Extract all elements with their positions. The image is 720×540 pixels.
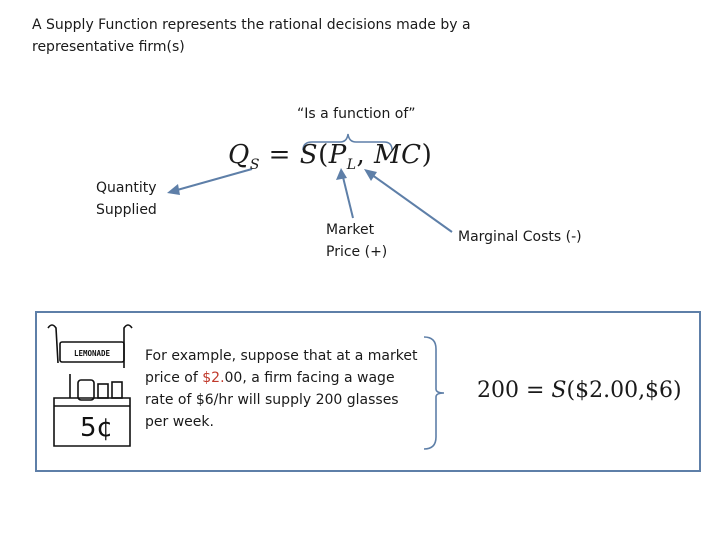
marginal-costs-label: Marginal Costs (-) — [458, 229, 582, 245]
arrow-quantity-supplied — [169, 168, 253, 193]
quantity-supplied-label: Quantity Supplied — [96, 180, 157, 218]
arrowhead-quantity-supplied — [167, 184, 180, 195]
arrow-marginal-costs — [367, 171, 453, 233]
example-text: For example, suppose that at a market pr… — [145, 348, 418, 430]
lemonade-sign-text: LEMONADE — [74, 349, 111, 358]
arrowhead-market-price — [336, 168, 347, 180]
arrowhead-marginal-costs — [364, 169, 377, 181]
example-bracket — [423, 336, 445, 450]
market-price-label: Market Price (+) — [326, 222, 388, 260]
example-price: $2. — [202, 370, 225, 386]
function-brace — [302, 133, 393, 151]
example-box — [35, 311, 701, 472]
arrow-market-price — [341, 172, 354, 219]
function-of-note: “Is a function of” — [297, 106, 416, 122]
supply-function-formula: QS = S(PL, MC) — [228, 140, 433, 173]
lemonade-price-text: 5¢ — [80, 413, 113, 443]
slide-title: A Supply Function represents the rationa… — [32, 17, 471, 55]
lemonade-stand-image: LEMONADE 5¢ — [47, 324, 133, 447]
example-formula: 200 = S($2.00,$6) — [477, 378, 682, 403]
